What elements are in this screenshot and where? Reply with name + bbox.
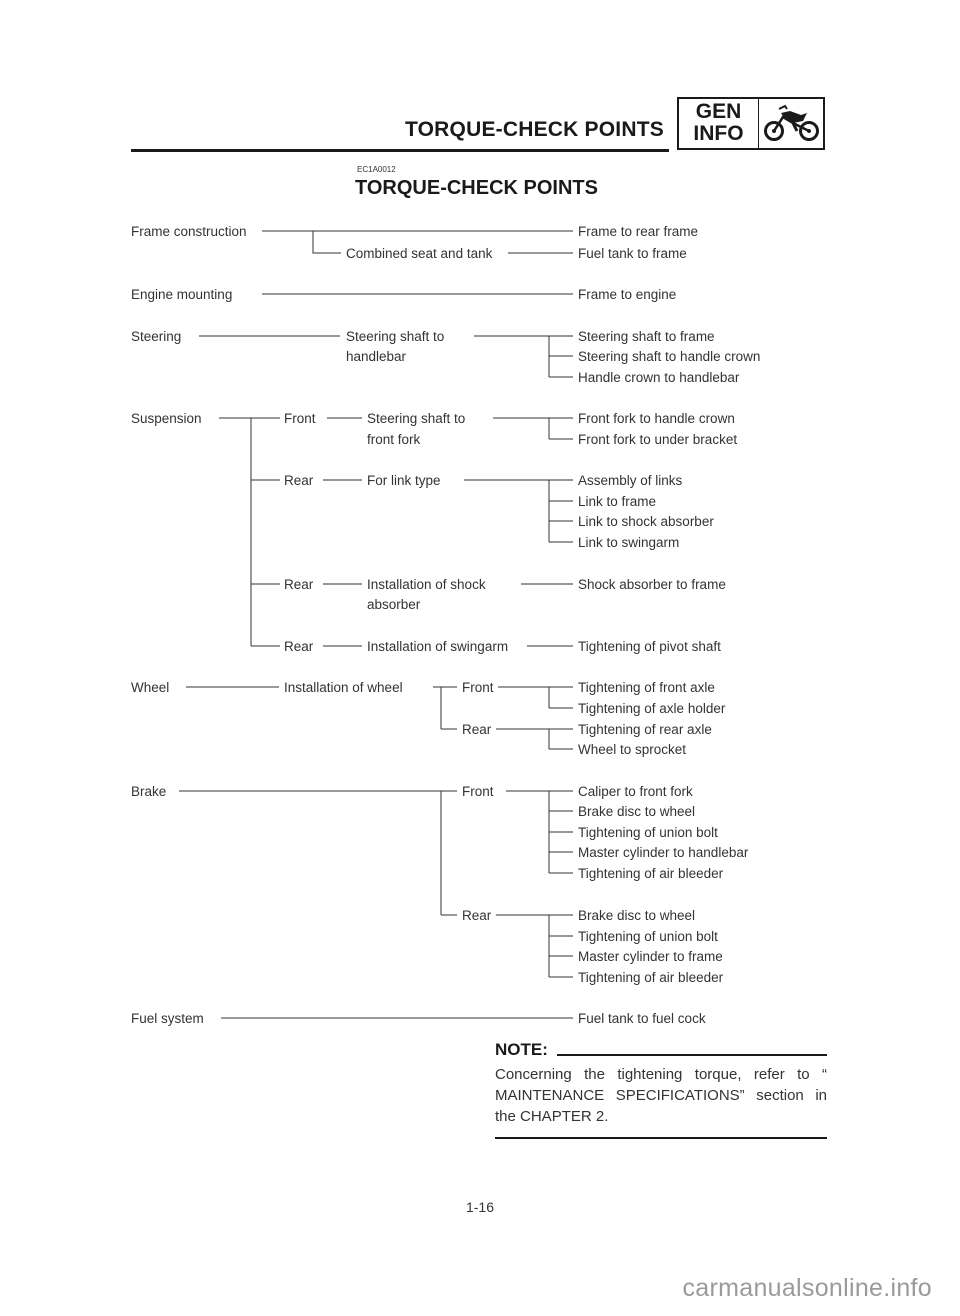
- branch-suspension-rear-shock: Rear: [284, 577, 314, 592]
- check-point: Steering shaft to handle crown: [578, 349, 760, 364]
- branch-suspension-front: Front: [284, 411, 316, 426]
- category-steering: Steering: [131, 329, 181, 344]
- check-point: Frame to rear frame: [578, 224, 698, 239]
- sub-combined-seat-tank: Combined seat and tank: [346, 246, 493, 261]
- watermark: carmanualsonline.info: [682, 1274, 932, 1302]
- category-brake: Brake: [131, 784, 166, 799]
- section-code-line-1: GEN: [695, 100, 742, 123]
- sub-front-fork-line-2: front fork: [367, 432, 421, 447]
- category-engine-mounting: Engine mounting: [131, 287, 232, 302]
- check-point: Link to shock absorber: [578, 514, 714, 529]
- category-suspension: Suspension: [131, 411, 202, 426]
- section-code: GEN INFO: [679, 101, 758, 145]
- check-point: Fuel tank to fuel cock: [578, 1011, 706, 1026]
- check-point: Tightening of air bleeder: [578, 866, 724, 881]
- section-badge: GEN INFO: [677, 97, 825, 150]
- header-rule: [131, 149, 669, 152]
- check-point: Tightening of union bolt: [578, 825, 718, 840]
- branch-suspension-rear-link: Rear: [284, 473, 314, 488]
- sub-installation-of-wheel: Installation of wheel: [284, 680, 403, 695]
- branch-brake-front: Front: [462, 784, 494, 799]
- sub-link-type: For link type: [367, 473, 441, 488]
- section-code-line-2: INFO: [693, 122, 744, 145]
- check-point: Assembly of links: [578, 473, 683, 488]
- doc-title: TORQUE-CHECK POINTS: [355, 177, 598, 199]
- check-point: Steering shaft to frame: [578, 329, 715, 344]
- check-point: Link to swingarm: [578, 535, 679, 550]
- category-fuel-system: Fuel system: [131, 1011, 204, 1026]
- check-point: Master cylinder to handlebar: [578, 845, 749, 860]
- check-point: Tightening of axle holder: [578, 701, 726, 716]
- sub-swingarm: Installation of swingarm: [367, 639, 508, 654]
- page-number: 1-16: [465, 1199, 495, 1215]
- check-point: Caliper to front fork: [578, 784, 693, 799]
- check-point: Tightening of union bolt: [578, 929, 718, 944]
- category-wheel: Wheel: [131, 680, 169, 695]
- note-title: NOTE:: [495, 1040, 548, 1059]
- running-title: TORQUE-CHECK POINTS: [405, 118, 664, 141]
- note-text: Concerning the tightening torque, refer …: [495, 1066, 827, 1125]
- sub-steering-shaft-line-1: Steering shaft to: [346, 329, 444, 344]
- branch-wheel-front: Front: [462, 680, 494, 695]
- check-point: Tightening of rear axle: [578, 722, 712, 737]
- check-point: Front fork to under bracket: [578, 432, 737, 447]
- check-point: Tightening of front axle: [578, 680, 715, 695]
- check-point: Fuel tank to frame: [578, 246, 687, 261]
- check-point: Brake disc to wheel: [578, 908, 695, 923]
- note-rule-bottom: [495, 1137, 827, 1139]
- branch-brake-rear: Rear: [462, 908, 492, 923]
- check-point: Tightening of air bleeder: [578, 970, 724, 985]
- check-point: Handle crown to handlebar: [578, 370, 740, 385]
- sub-shock-line-2: absorber: [367, 597, 421, 612]
- section-divider: [758, 99, 759, 148]
- tree-connectors: [179, 230, 573, 1019]
- check-point: Shock absorber to frame: [578, 577, 726, 592]
- check-point: Wheel to sprocket: [578, 742, 686, 757]
- branch-wheel-rear: Rear: [462, 722, 492, 737]
- motorcycle-icon: [764, 104, 819, 141]
- check-point: Master cylinder to frame: [578, 949, 723, 964]
- check-point: Tightening of pivot shaft: [578, 639, 721, 654]
- branch-suspension-rear-swingarm: Rear: [284, 639, 314, 654]
- check-point: Front fork to handle crown: [578, 411, 735, 426]
- check-point: Link to frame: [578, 494, 656, 509]
- note-rule-top: [557, 1054, 827, 1056]
- check-point: Brake disc to wheel: [578, 804, 695, 819]
- sub-steering-shaft-line-2: handlebar: [346, 349, 407, 364]
- category-frame-construction: Frame construction: [131, 224, 247, 239]
- sub-front-fork-line-1: Steering shaft to: [367, 411, 465, 426]
- check-point: Frame to engine: [578, 287, 676, 302]
- doc-code: EC1A0012: [357, 165, 396, 174]
- sub-shock-line-1: Installation of shock: [367, 577, 486, 592]
